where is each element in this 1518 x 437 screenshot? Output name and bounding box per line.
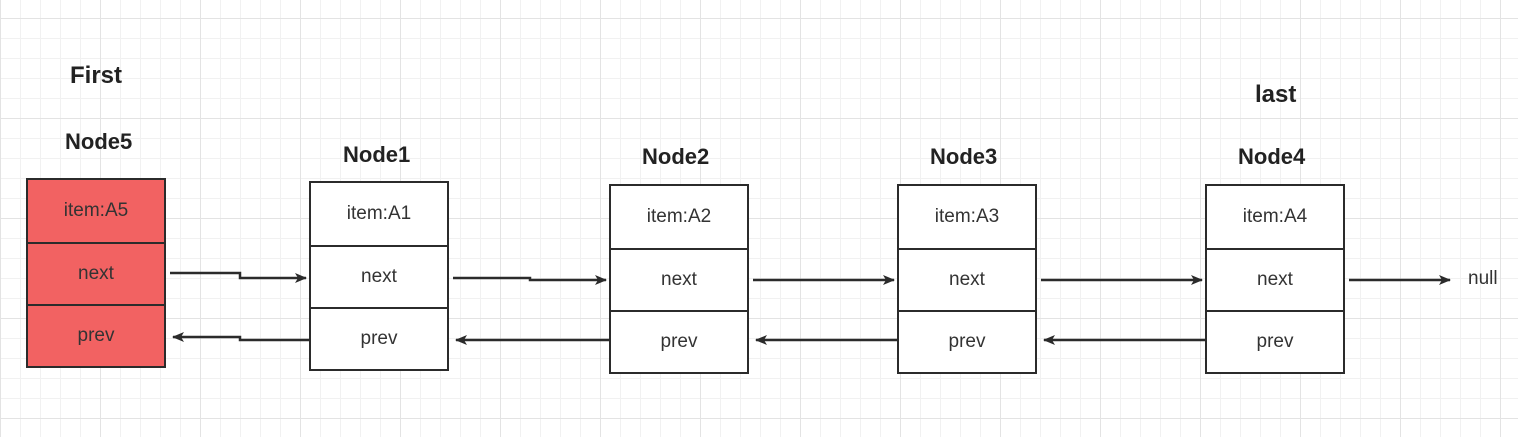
node4-prev-cell: prev [1207, 310, 1343, 372]
prev-arrow-node1-to-node5 [172, 332, 309, 342]
node2-next-cell: next [611, 248, 747, 310]
node4-next-cell: next [1207, 248, 1343, 310]
node1-item-cell: item:A1 [346, 203, 412, 224]
node3-item-cell: item:A3 [934, 206, 1000, 227]
node1-next-cell: next [311, 245, 447, 307]
null-label: null [1468, 268, 1498, 289]
node2-title: Node2 [642, 144, 710, 169]
last-marker-label: last [1255, 81, 1297, 108]
node2-box: item:A2 next prev [609, 184, 749, 374]
node1-prev-cell: prev [311, 307, 447, 369]
node5-title: Node5 [65, 129, 133, 154]
node5-prev-cell: prev [28, 304, 164, 366]
node1-title: Node1 [343, 142, 411, 167]
first-marker-label: First [70, 62, 123, 89]
node4-item-cell: item:A4 [1242, 206, 1308, 227]
node4-box: item:A4 next prev [1205, 184, 1345, 374]
node3-title: Node3 [930, 144, 998, 169]
node5-box: item:A5 next prev [26, 178, 166, 368]
node2-prev-cell: prev [611, 310, 747, 372]
node2-item-cell: item:A2 [646, 206, 712, 227]
next-arrow-node1-to-node2 [453, 275, 607, 285]
node5-next-cell: next [28, 242, 164, 304]
node5-item-cell: item:A5 [63, 200, 129, 221]
node1-box: item:A1 next prev [309, 181, 449, 371]
node3-prev-cell: prev [899, 310, 1035, 372]
node4-title: Node4 [1238, 144, 1306, 169]
node3-box: item:A3 next prev [897, 184, 1037, 374]
next-arrow-node5-to-node1 [170, 271, 307, 283]
node3-next-cell: next [899, 248, 1035, 310]
